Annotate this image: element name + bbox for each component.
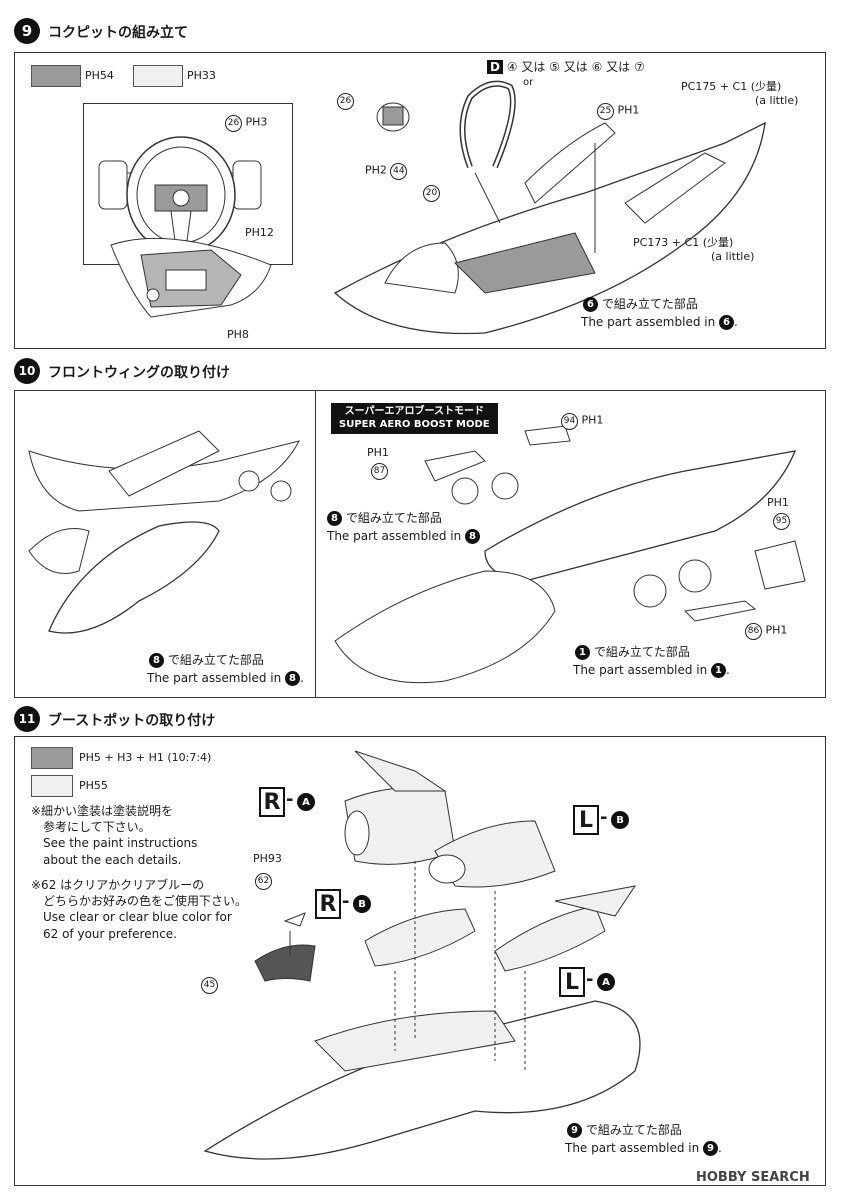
swatch-dark-11 [31,747,73,769]
label-r-b-dash: - [342,891,350,912]
part-95-paint: PH1 [767,496,789,509]
fuselage-cockpit-drawing [333,121,766,335]
label-r-a: R [259,787,285,817]
swatch-light-11-label: PH55 [79,779,108,792]
label-l-b: L [573,805,599,835]
step-11-title: ブーストポットの取り付け [48,713,216,729]
cockpit-tub-drawing [110,237,272,318]
step10-mid-assembled-en: The part assembled in 8 [327,529,481,544]
label-l-b-sub: B [611,811,629,829]
swatch-dark [31,65,81,87]
inset-part-26: 26 PH3 [225,115,267,132]
part-45-callout: 45 [201,977,218,994]
paint-pc173: PC173 + C1 (少量) [633,236,734,249]
swatch-light-11 [31,775,73,797]
step10-left-assembled-jp: 8 で組み立てた部品 [149,653,264,668]
label-l-b-dash: - [600,807,608,828]
part-93-paint: PH93 [253,852,282,865]
inset-paint-ph8: PH8 [227,328,249,341]
inset-paint-ph12: PH12 [245,226,274,239]
label-l-a-sub: A [597,973,615,991]
part-25-callout: 25 PH1 [597,103,639,120]
label-r-b-sub: B [353,895,371,913]
part-44-frame [459,80,516,169]
swatch-dark-label: PH54 [85,69,114,82]
step-11-panel: PH5 + H3 + H1 (10:7:4) PH55 ※細かい塗装は塗装説明を… [14,736,826,1186]
label-l-a: L [559,967,585,997]
front-wing-right-drawing [334,425,806,684]
swatch-light-label: PH33 [187,69,216,82]
swatch-light [133,65,183,87]
swatch-dark-11-label: PH5 + H3 + H1 (10:7:4) [79,751,212,764]
step-9-panel: PH54 PH33 26 PH3 PH12 PH8 [14,52,826,349]
paint-pc173-en: (a little) [711,250,755,263]
sprue-d-options: D ④ 又は ⑤ 又は ⑥ 又は ⑦ [487,60,645,75]
part-26-piece [376,102,410,132]
front-wing-left-drawing [28,430,300,634]
watermark-logo: HOBBY SEARCH [696,1170,810,1185]
step-11-number: 11 [14,706,40,732]
step-10-panel: 8 で組み立てた部品 The part assembled in 8. スーパー… [14,390,826,698]
part-94-callout: 94 PH1 [561,413,603,430]
step10-right-assembled-jp: 1 で組み立てた部品 [575,645,690,660]
boost-pot-assembly-drawing [203,750,641,1160]
part-44-callout: PH2 44 [365,163,408,180]
step10-left-assembled-en: The part assembled in 8. [147,671,304,686]
label-r-b: R [315,889,341,919]
paint-pc175: PC175 + C1 (少量) [681,80,782,93]
paint-detail-note: ※細かい塗装は塗装説明を 参考にして下さい。 See the paint ins… [31,804,198,867]
part-26-callout: 26 [337,93,354,110]
step-9-title: コクピットの組み立て [48,25,188,41]
label-r-a-sub: A [297,793,315,811]
step11-assembled-en: The part assembled in 9. [565,1141,722,1156]
super-aero-boost-mode-label: スーパーエアロブーストモード SUPER AERO BOOST MODE [331,403,498,434]
step9-assembled-jp: 6 で組み立てた部品 [583,297,698,312]
label-l-a-dash: - [586,969,594,990]
step-9-number: 9 [14,18,40,44]
steering-wheel-drawing [98,136,262,254]
part-20-callout: 20 [423,185,440,202]
part-62-callout: 62 [255,873,272,890]
part-95-callout: 95 [773,513,790,530]
step11-assembled-jp: 9 で組み立てた部品 [567,1123,682,1138]
step9-assembled-en: The part assembled in 6. [581,315,738,330]
part-87-callout: 87 [371,463,388,480]
part-87-paint: PH1 [367,446,389,459]
step-10-number: 10 [14,358,40,384]
step10-right-assembled-en: The part assembled in 1. [573,663,730,678]
step-10-title: フロントウィングの取り付け [48,365,230,381]
step10-mid-assembled-jp: 8 で組み立てた部品 [327,511,442,526]
sprue-or-note: or [523,77,534,88]
paint-pc175-en: (a little) [755,94,799,107]
clear-color-note: ※62 はクリアかクリアブルーの どちらかお好みの色をご使用下さい。 Use c… [31,878,248,941]
label-r-a-dash: - [286,789,294,810]
part-86-callout: 86 PH1 [745,623,787,640]
step-10-divider [315,391,316,697]
